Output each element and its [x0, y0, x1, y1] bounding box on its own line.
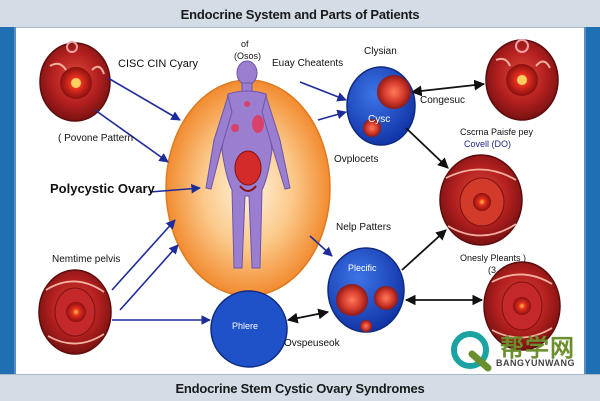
label-nelp-patters: Nelp Patters	[336, 222, 392, 233]
arrow-plecific-middle	[401, 229, 447, 271]
figure-organ-uterus	[234, 150, 262, 186]
label-ovary-small: (Osos)	[234, 51, 261, 61]
label-ovplocets: Ovplocets	[334, 154, 379, 165]
watermark-chinese: 帮学网	[500, 334, 575, 362]
ovary-top-right	[485, 39, 559, 121]
figure-organ-tube	[239, 185, 257, 192]
arrow-cyst-topright	[410, 79, 486, 97]
ovary-top-left	[39, 41, 111, 122]
arrow-phlere-plecific	[286, 308, 330, 324]
label-nschna: Cscrna Paisfe pey	[460, 127, 534, 137]
figure-organ-dot	[231, 124, 239, 132]
footer-band	[0, 374, 600, 401]
label-onesly-pleants: Onesly Pleants )	[460, 253, 527, 263]
arrow-figure-cyst	[299, 81, 347, 102]
ovary-bottom-right	[483, 261, 561, 351]
label-of: of	[241, 39, 249, 49]
arrow-pelvis-figure-2	[119, 244, 179, 311]
label-cisc-ovary: CISC CIN Cyary	[118, 58, 199, 70]
arrow-pattern-figure	[94, 109, 169, 163]
footer-title: Endocrine Stem Cystic Ovary Syndromes	[175, 381, 425, 396]
arrow-figure-cyst-2	[317, 109, 347, 121]
label-nemtime-pelvis: Nemtime pelvis	[52, 254, 121, 265]
figure-organ-thyroid	[244, 101, 250, 107]
ovary-middle-right	[439, 154, 523, 246]
arrow-polycystic-figure	[149, 183, 201, 194]
ovary-bottom-left	[38, 269, 112, 355]
watermark: 帮学网 BANGYUNWANG	[448, 328, 588, 372]
figure-organ-upper	[252, 115, 264, 133]
watermark-latin: BANGYUNWANG	[496, 358, 575, 368]
label-onesly-sub: (3	[488, 265, 497, 275]
label-polycyst-pattern: ( Povone Pattern	[58, 133, 134, 144]
arrow-topleft-figure	[107, 77, 181, 121]
blue-node-cyst	[346, 66, 416, 146]
label-clysian: Clysian	[364, 46, 397, 57]
label-plecific: Plecific	[348, 263, 377, 273]
label-polycystic-ovary: Polycystic Ovary	[50, 181, 155, 196]
page-title: Endocrine System and Parts of Patients	[180, 7, 420, 22]
left-accent-bar	[0, 27, 14, 374]
arrow-pelvis-figure-1	[111, 219, 176, 291]
content-frame	[14, 27, 586, 374]
right-accent-bar	[586, 27, 600, 374]
watermark-logo-icon	[451, 331, 492, 372]
blue-node-plecific	[327, 247, 405, 333]
label-nschna-sub: Covell (DO)	[464, 139, 512, 149]
label-phlere: Phlere	[232, 321, 259, 331]
label-congesuc: Congesuc	[420, 95, 466, 106]
blue-node-phlere	[210, 290, 288, 368]
arrow-cyst-middle	[405, 127, 449, 169]
label-cyst-node: Cysc	[368, 114, 391, 125]
header-band	[0, 0, 600, 28]
human-figure	[205, 60, 291, 269]
label-ovspeuseok: Ovspeuseok	[284, 338, 340, 349]
arrow-figure-plecific	[309, 235, 333, 257]
label-early-cheatents: Euay Cheatents	[272, 58, 344, 69]
